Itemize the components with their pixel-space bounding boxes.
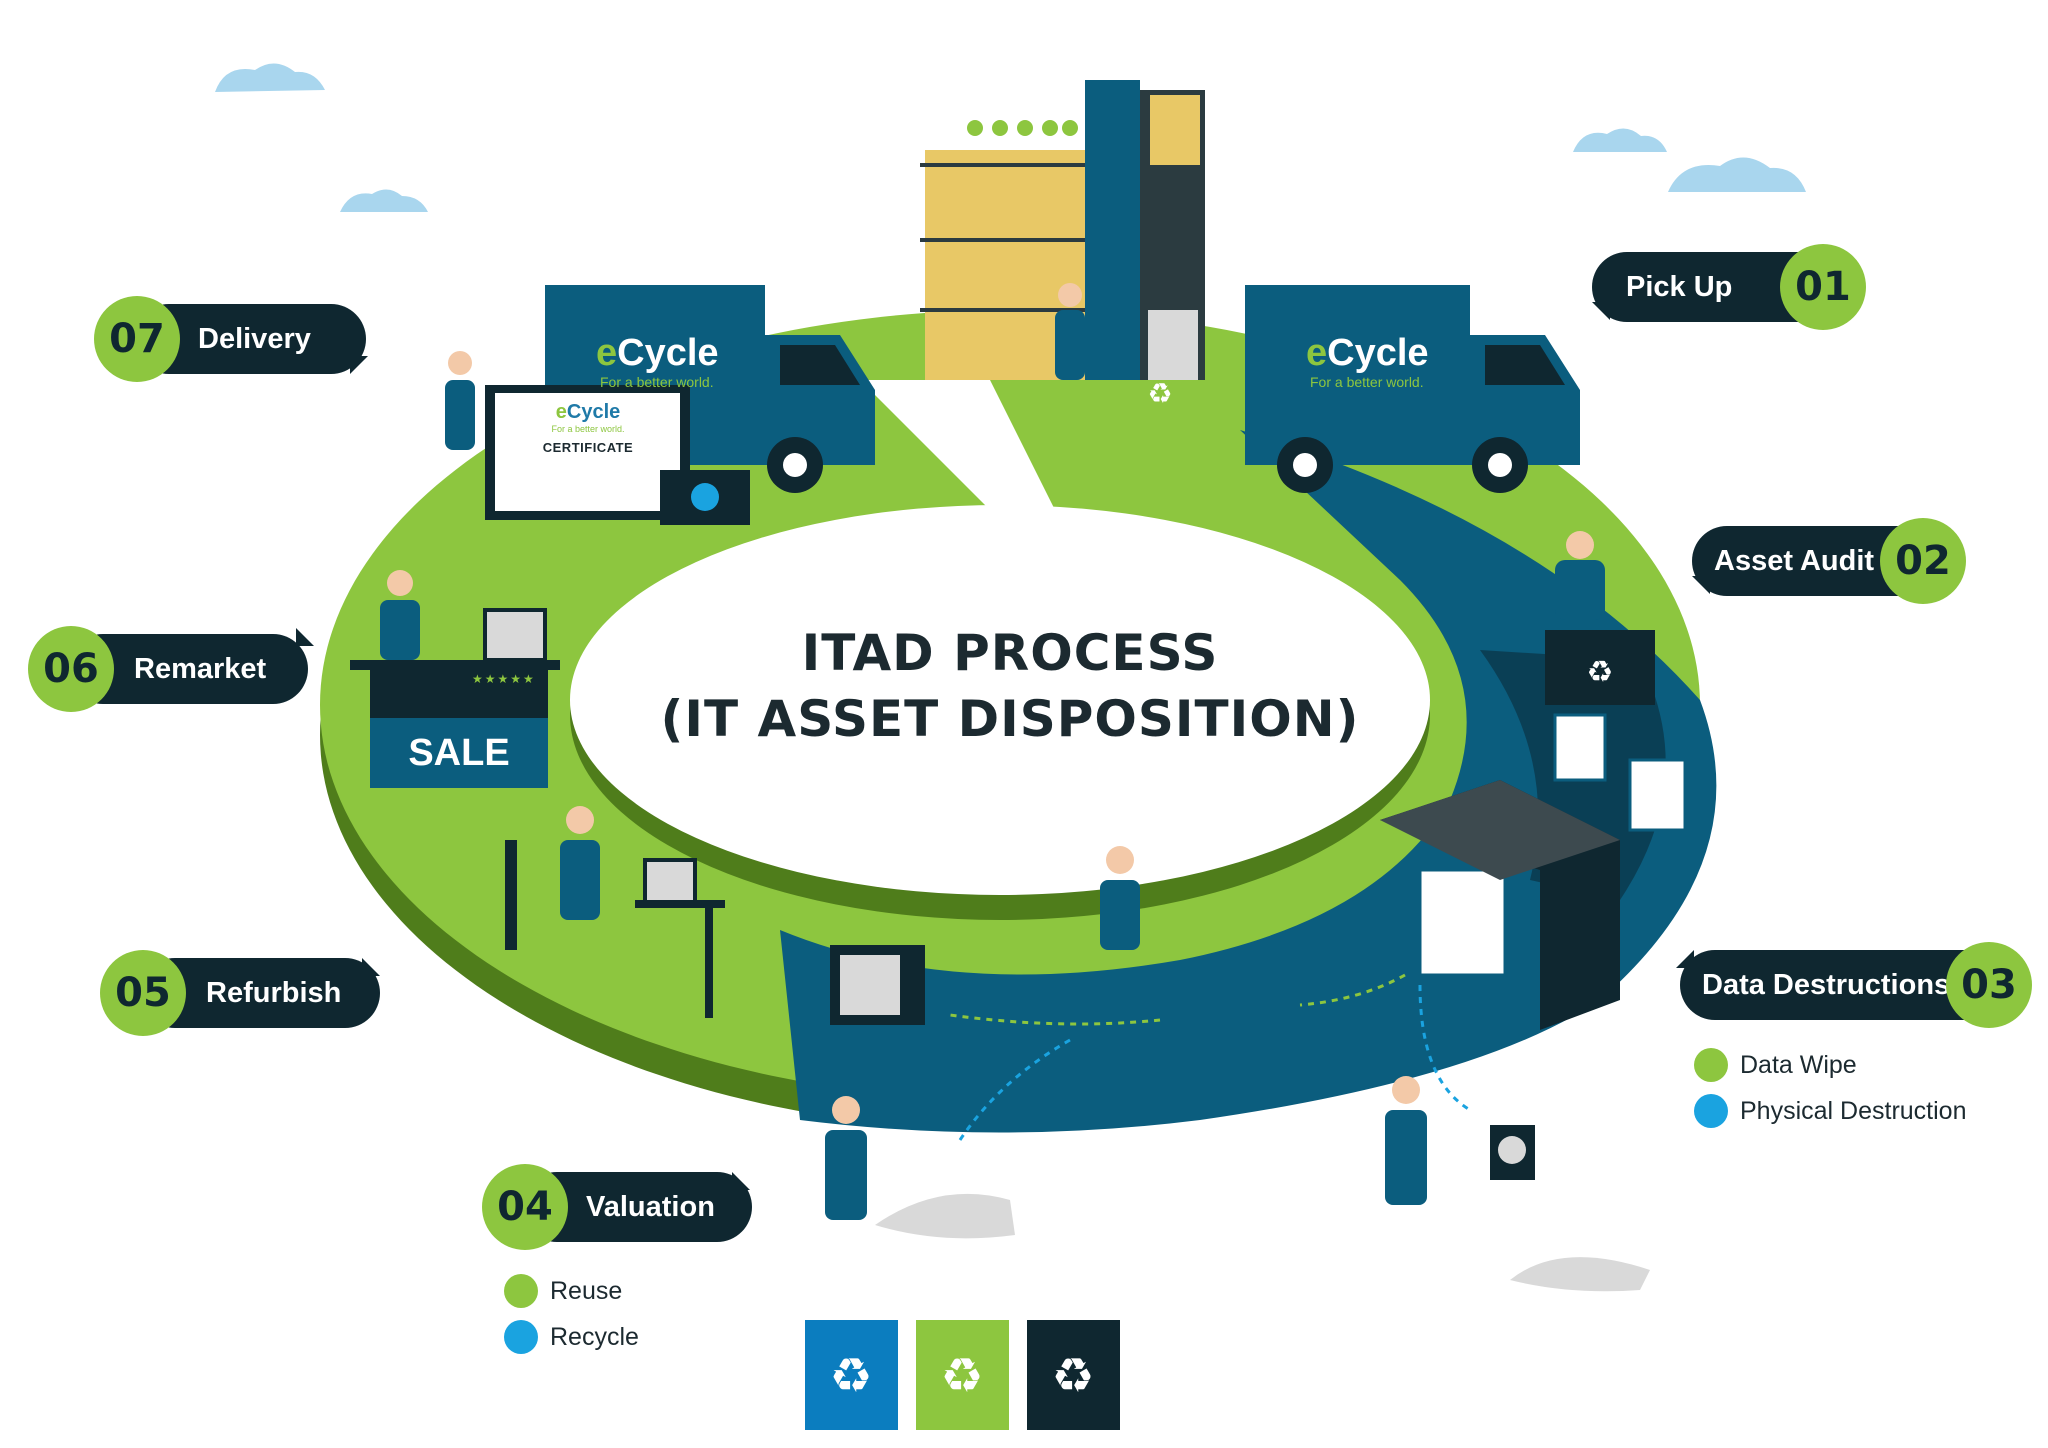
step-number: 03 <box>1946 942 2032 1028</box>
truck-tagline: For a better world. <box>1310 374 1424 390</box>
step-number: 07 <box>94 296 180 382</box>
step-remarket: 06 Remarket <box>28 626 318 712</box>
legend-dot-green <box>504 1274 538 1308</box>
step-pick-up: Pick Up 01 <box>1592 244 1866 330</box>
step-asset-audit: Asset Audit 02 <box>1692 518 1970 604</box>
title-line-2: (IT ASSET DISPOSITION) <box>660 690 1360 748</box>
laptop-icon <box>1545 630 1655 705</box>
workstation-icon <box>505 840 725 1018</box>
truck-tagline: For a better world. <box>600 374 714 390</box>
step-delivery: 07 Delivery <box>94 296 384 382</box>
legend-label: Reuse <box>550 1277 623 1305</box>
step-pointer <box>732 1172 750 1190</box>
cloud-icon <box>215 63 1806 212</box>
certificate-icon <box>485 385 690 520</box>
step-number: 01 <box>1780 244 1866 330</box>
step-data-destructions: Data Destructions 03 <box>1676 942 2032 1028</box>
step-number: 05 <box>100 950 186 1036</box>
title-line-1: ITAD PROCESS <box>801 624 1219 682</box>
certificate: eCycle For a better world. CERTIFICATE <box>490 393 686 513</box>
truck-brand: eCycle <box>1306 332 1429 374</box>
svg-text:♻: ♻ <box>1147 377 1172 410</box>
building-icon <box>920 80 1205 380</box>
step-pointer <box>362 958 380 976</box>
step-pointer <box>1692 576 1710 594</box>
step-label: Asset Audit <box>1714 545 1875 577</box>
shredder-icon <box>1380 780 1620 1030</box>
legend-label: Data Wipe <box>1740 1051 1857 1079</box>
truck-brand: eCycle <box>596 332 719 374</box>
certificate-title: CERTIFICATE <box>542 440 634 455</box>
step-label: Remarket <box>134 653 267 685</box>
step-pointer <box>1676 950 1694 968</box>
step-label: Pick Up <box>1626 271 1733 303</box>
flow-arrows <box>949 973 1471 1141</box>
truck-icon <box>1245 285 1580 493</box>
certificate-brand: eCycle <box>555 401 621 423</box>
step-label: Refurbish <box>206 977 342 1009</box>
step-pointer <box>350 356 368 374</box>
rating-stars: ★★★★★ <box>472 672 536 686</box>
recycle-icon: ♻ ♻ ♻ ♻ ♻ <box>829 377 1613 1404</box>
svg-text:♻: ♻ <box>1587 655 1614 690</box>
process-ring <box>320 310 1717 1133</box>
person-figures <box>380 283 1605 1220</box>
svg-text:♻: ♻ <box>940 1348 983 1404</box>
legend-label: Recycle <box>550 1323 639 1351</box>
sale-desk <box>350 660 560 788</box>
step-pointer <box>1592 302 1610 320</box>
step-valuation: 04 Valuation <box>482 1164 762 1250</box>
recycle-bins <box>805 1320 1120 1430</box>
legend-label: Physical Destruction <box>1740 1097 1967 1125</box>
step-number: 04 <box>482 1164 568 1250</box>
step-label: Valuation <box>586 1191 715 1223</box>
hard-drive-icon <box>1490 1125 1535 1180</box>
step-number: 02 <box>1880 518 1966 604</box>
step-refurbish: 05 Refurbish <box>100 950 390 1036</box>
sale-sign: SALE <box>408 732 510 774</box>
money-icon <box>660 470 750 525</box>
step-label: Data Destructions <box>1702 969 1951 1001</box>
document-icon <box>1418 713 1687 977</box>
legend-dot-blue <box>1694 1094 1728 1128</box>
step-number: 06 <box>28 626 114 712</box>
svg-text:♻: ♻ <box>829 1348 872 1404</box>
scrap-pile-icon <box>875 1193 1650 1292</box>
step-pointer <box>296 628 314 646</box>
svg-text:♻: ♻ <box>1051 1348 1094 1404</box>
diagram-title: ITAD PROCESS (IT ASSET DISPOSITION) <box>640 620 1380 752</box>
certificate-tagline: For a better world. <box>551 424 625 434</box>
legend-dot-blue <box>504 1320 538 1354</box>
legend-dot-green <box>1694 1048 1728 1082</box>
step-label: Delivery <box>198 323 311 355</box>
